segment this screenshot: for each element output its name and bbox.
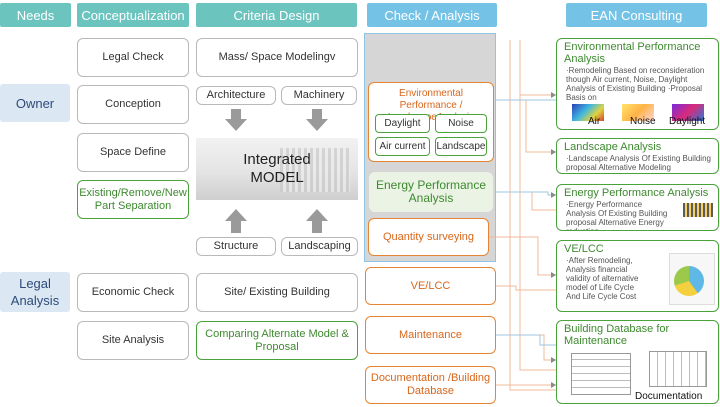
ean-landscape-desc: ·Landscape Analysis Of Existing Building… [566, 154, 711, 172]
daylight-caption: Daylight [669, 116, 706, 127]
floorplan-thumb-2 [649, 351, 707, 387]
header-check-analysis: Check / Analysis [367, 3, 497, 27]
maintenance-box: Maintenance [365, 316, 496, 354]
energy-bar-graphic [683, 203, 713, 217]
noise-thumbnail [622, 104, 654, 121]
lcc-pie-chart [669, 253, 715, 305]
arrow-landscaping-up [306, 209, 328, 233]
line-env-to-landscape [496, 99, 556, 153]
header-ean-consulting: EAN Consulting [566, 3, 707, 27]
floorplan-thumb-1 [571, 353, 631, 395]
line-qs-to-velcc [489, 236, 556, 276]
integrated-model-image: Integrated MODEL [196, 138, 358, 200]
air-thumbnail [572, 104, 604, 121]
line-energy-to-energy [496, 191, 556, 211]
ean-db-caption: Documentation [635, 391, 703, 402]
quantity-surveying-box: Quantity surveying [368, 218, 489, 256]
ean-energy-desc: ·Energy Performance Analysis Of Existing… [566, 200, 668, 230]
arrow-machinery-down [306, 109, 328, 131]
lcc-pie-graphic [674, 266, 704, 296]
space-define-box: Space Define [77, 133, 189, 172]
arrow-architecture-down [225, 109, 247, 131]
noise-tag: Noise [435, 114, 487, 133]
ve-lcc-box: VE/LCC [365, 267, 496, 305]
header-criteria-design: Criteria Design [196, 3, 357, 27]
comparing-box: Comparing Alternate Model & Proposal [196, 321, 358, 360]
air-current-tag: Air current [375, 137, 430, 156]
ean-env-title: Environmental Performance Analysis [564, 41, 701, 65]
landscape-tag: Landscape [435, 137, 487, 156]
air-caption: Air [588, 116, 601, 127]
daylight-tag: Daylight [375, 114, 430, 133]
documentation-box: Documentation /Building Database [365, 366, 496, 404]
ean-velcc-desc: ·After Remodeling, Analysis financial va… [566, 256, 639, 301]
role-legal-analysis: Legal Analysis [0, 272, 70, 312]
site-analysis-box: Site Analysis [77, 321, 189, 360]
ean-landscape: Landscape Analysis ·Landscape Analysis O… [556, 138, 719, 174]
noise-caption: Noise [630, 116, 656, 127]
ean-building-db: Building Database for Maintenance Docume… [556, 320, 719, 404]
line-trunk-b [519, 40, 556, 371]
header-needs: Needs [0, 3, 71, 27]
line-env-to-env [496, 94, 556, 101]
role-owner: Owner [0, 84, 70, 122]
env-performance-label: Environmental Performance / LandscapeAna… [387, 88, 475, 123]
arrow-structure-up [225, 209, 247, 233]
line-blue-energy [496, 191, 556, 196]
part-separation-box: Existing/Remove/New Part Separation [77, 180, 189, 219]
header-conceptualization: Conceptualization [77, 3, 189, 27]
ean-energy: Energy Performance Analysis ·Energy Perf… [556, 184, 719, 231]
conception-box: Conception [77, 85, 189, 124]
line-blue-maint [496, 334, 556, 346]
machinery-box: Machinery [281, 86, 357, 105]
landscaping-box: Landscaping [281, 237, 358, 256]
ean-landscape-title: Landscape Analysis [564, 141, 662, 153]
ean-velcc: VE/LCC ·After Remodeling, Analysis finan… [556, 240, 719, 312]
ean-energy-title: Energy Performance Analysis [564, 187, 709, 199]
structure-box: Structure [196, 237, 276, 256]
legal-check-box: Legal Check [77, 38, 189, 77]
ean-env-performance: Environmental Performance Analysis ·Remo… [556, 38, 719, 130]
energy-performance-box: Energy Performance Analysis [369, 172, 493, 212]
line-maint-to-db [496, 334, 556, 361]
site-building-box: Site/ Existing Building [196, 273, 358, 312]
building-render-graphic [280, 148, 350, 192]
ean-env-desc: ·Remodeling Based on reconsideration tho… [566, 66, 705, 102]
line-trunk-a [509, 40, 556, 391]
ean-velcc-title: VE/LCC [564, 243, 604, 255]
mass-modeling-box: Mass/ Space Modelingv [196, 38, 358, 77]
ean-db-title: Building Database for Maintenance [564, 323, 670, 347]
line-velcc-to-velcc [496, 285, 556, 291]
architecture-box: Architecture [196, 86, 276, 105]
economic-check-box: Economic Check [77, 273, 189, 312]
integrated-model-label: Integrated MODEL [243, 151, 311, 186]
daylight-thumbnail [672, 104, 704, 121]
